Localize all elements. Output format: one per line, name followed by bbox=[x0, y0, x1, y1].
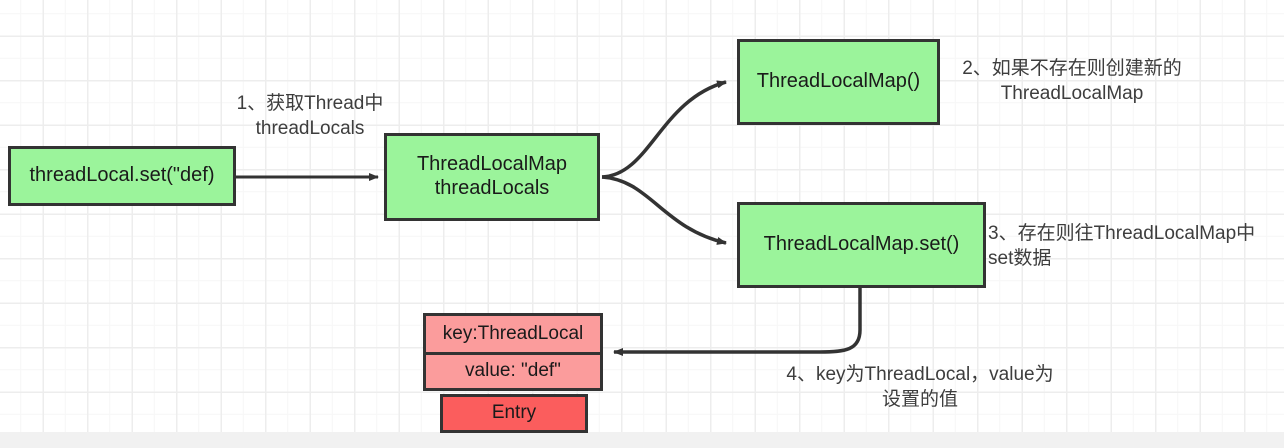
node-threadlocalmap-threadlocals[interactable]: ThreadLocalMap threadLocals bbox=[384, 133, 600, 221]
edge-label-4: 4、key为ThreadLocal，value为 设置的值 bbox=[786, 364, 1054, 410]
node-threadlocalmap-set[interactable]: ThreadLocalMap.set() bbox=[737, 202, 986, 288]
node-entry-key[interactable]: key:ThreadLocal bbox=[423, 313, 603, 352]
node-label: ThreadLocalMap threadLocals bbox=[416, 153, 568, 199]
node-entry-title[interactable]: Entry bbox=[440, 394, 588, 433]
edge-label-1: 1、获取Thread中 threadLocals bbox=[236, 93, 384, 139]
node-threadlocal-set[interactable]: threadLocal.set("def) bbox=[8, 146, 236, 206]
edge-label-2: 2、如果不存在则创建新的 ThreadLocalMap bbox=[962, 58, 1182, 104]
node-label: ThreadLocalMap() bbox=[756, 70, 921, 93]
node-threadlocalmap-constructor[interactable]: ThreadLocalMap() bbox=[737, 39, 940, 125]
node-label: ThreadLocalMap.set() bbox=[763, 233, 960, 256]
canvas-bottom-strip bbox=[0, 432, 1284, 448]
entry-value-label: value: "def" bbox=[465, 360, 561, 382]
edge-label-3: 3、存在则往ThreadLocalMap中 set数据 bbox=[988, 223, 1256, 269]
entry-title-label: Entry bbox=[491, 402, 537, 424]
entry-key-label: key:ThreadLocal bbox=[442, 322, 584, 344]
node-entry-value[interactable]: value: "def" bbox=[423, 352, 603, 391]
node-label: threadLocal.set("def) bbox=[29, 164, 215, 187]
